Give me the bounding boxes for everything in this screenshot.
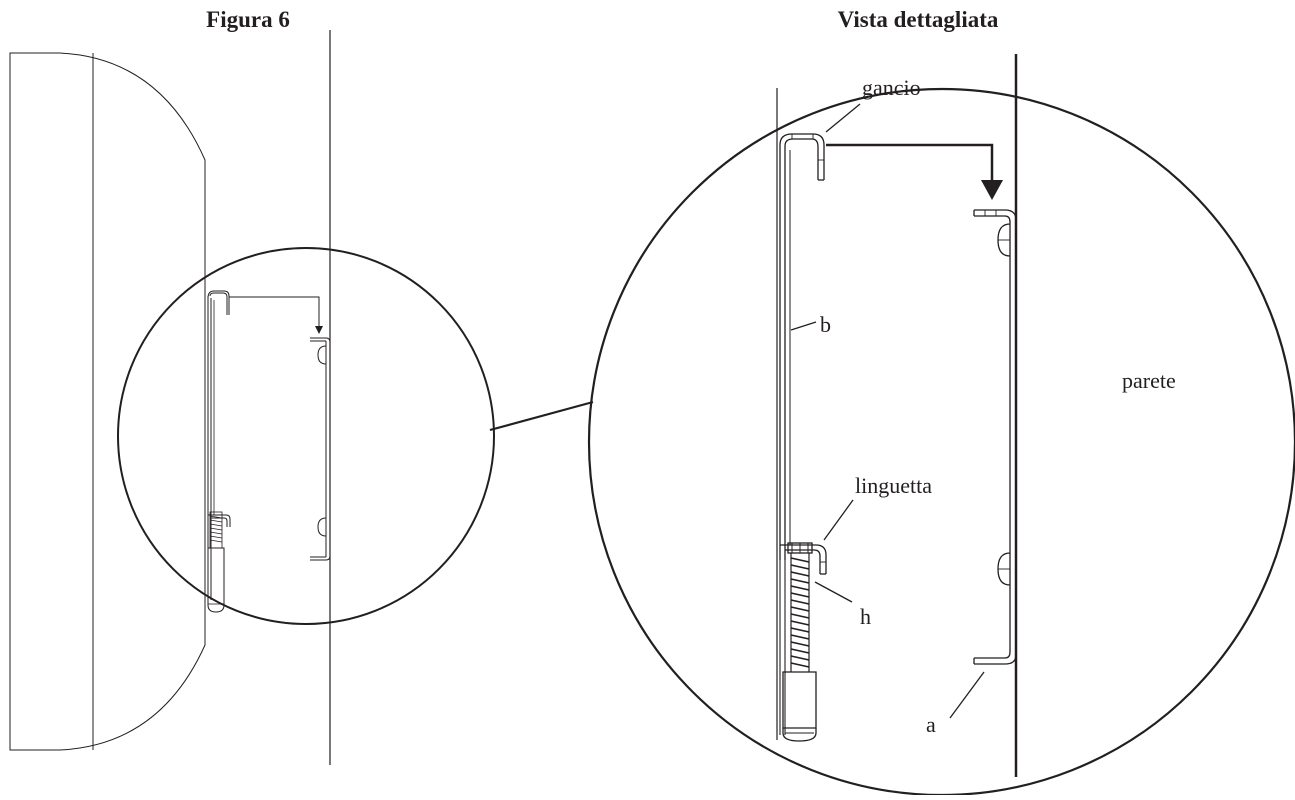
label-parete: parete — [1122, 368, 1176, 393]
overview-arrow — [229, 296, 323, 334]
bracket-leader-line — [790, 321, 817, 331]
hook-leader-line — [825, 103, 861, 133]
overview-zoom-circle — [117, 247, 495, 625]
label-linguetta: linguetta — [855, 473, 932, 498]
screw-threads — [790, 557, 810, 668]
label-gancio: gancio — [862, 75, 921, 100]
detail-arrow — [826, 143, 1003, 200]
detail-title: Vista dettagliata — [838, 7, 999, 32]
wall-bracket-leader-line — [949, 671, 985, 719]
figure-title: Figura 6 — [206, 7, 290, 32]
zoom-connector-line — [489, 400, 594, 432]
detail-zoom-circle — [588, 88, 1295, 796]
appliance-body — [9, 52, 206, 751]
label-h: h — [860, 604, 871, 629]
detail-bracket — [779, 133, 827, 735]
overview-wall-bracket — [310, 337, 331, 561]
screw-leader-line — [814, 581, 853, 603]
tab-leader-line — [823, 499, 854, 541]
detail-screw — [782, 542, 817, 742]
label-a: a — [926, 712, 936, 737]
overview-bracket — [207, 290, 231, 613]
label-b: b — [820, 312, 831, 337]
detail-wall-bracket — [973, 209, 1017, 665]
